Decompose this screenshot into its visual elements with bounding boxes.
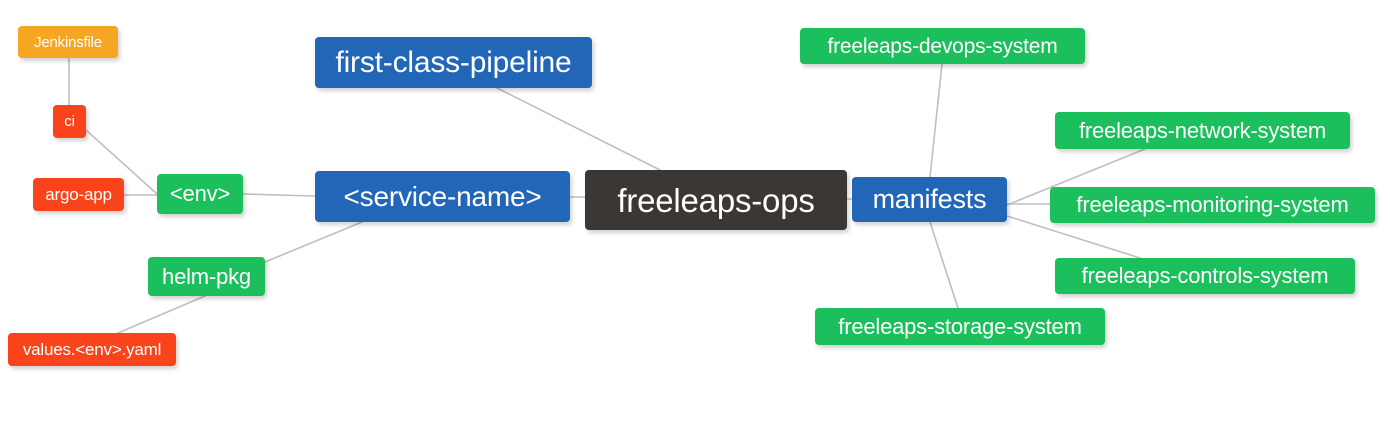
node-freeleaps-ops[interactable]: freeleaps-ops — [585, 170, 847, 230]
node-values-env-yaml[interactable]: values.<env>.yaml — [8, 333, 176, 366]
node-ci[interactable]: ci — [53, 105, 86, 138]
edge-first-class-pipeline-to-freeleaps-ops — [496, 87, 661, 171]
edge-helm-pkg-to-values-env-yaml — [117, 295, 206, 334]
node-first-class-pipeline[interactable]: first-class-pipeline — [315, 37, 592, 88]
node-manifests[interactable]: manifests — [852, 177, 1007, 222]
node-freeleaps-devops-system[interactable]: freeleaps-devops-system — [800, 28, 1085, 64]
node-argo-app[interactable]: argo-app — [33, 178, 124, 211]
node-label: values.<env>.yaml — [22, 340, 162, 359]
node-label: Jenkinsfile — [34, 33, 102, 51]
node-freeleaps-monitoring-system[interactable]: freeleaps-monitoring-system — [1050, 187, 1375, 223]
edge-env-to-service-name — [242, 193, 316, 197]
node-label: freeleaps-monitoring-system — [1076, 192, 1349, 217]
node-freeleaps-network-system[interactable]: freeleaps-network-system — [1055, 112, 1350, 149]
edge-service-name-to-helm-pkg — [264, 221, 363, 263]
node-service-name[interactable]: <service-name> — [315, 171, 570, 222]
node-label: ci — [64, 113, 75, 130]
node-label: helm-pkg — [162, 263, 251, 289]
edge-manifests-to-freeleaps-devops-system — [929, 63, 943, 178]
node-label: freeleaps-devops-system — [827, 34, 1058, 58]
edge-manifests-to-freeleaps-storage-system — [929, 221, 959, 309]
node-label: freeleaps-storage-system — [838, 313, 1082, 339]
node-freeleaps-storage-system[interactable]: freeleaps-storage-system — [815, 308, 1105, 345]
node-label: manifests — [872, 184, 987, 214]
node-env[interactable]: <env> — [157, 174, 243, 214]
node-jenkinsfile[interactable]: Jenkinsfile — [18, 26, 118, 58]
node-label: <service-name> — [343, 180, 542, 212]
node-label: <env> — [169, 181, 231, 206]
node-label: freeleaps-network-system — [1078, 117, 1327, 143]
node-helm-pkg[interactable]: helm-pkg — [148, 257, 265, 296]
node-freeleaps-controls-system[interactable]: freeleaps-controls-system — [1055, 258, 1355, 294]
node-label: argo-app — [45, 185, 112, 204]
node-label: freeleaps-ops — [617, 181, 815, 219]
node-label: first-class-pipeline — [335, 45, 572, 79]
node-label: freeleaps-controls-system — [1081, 263, 1329, 288]
